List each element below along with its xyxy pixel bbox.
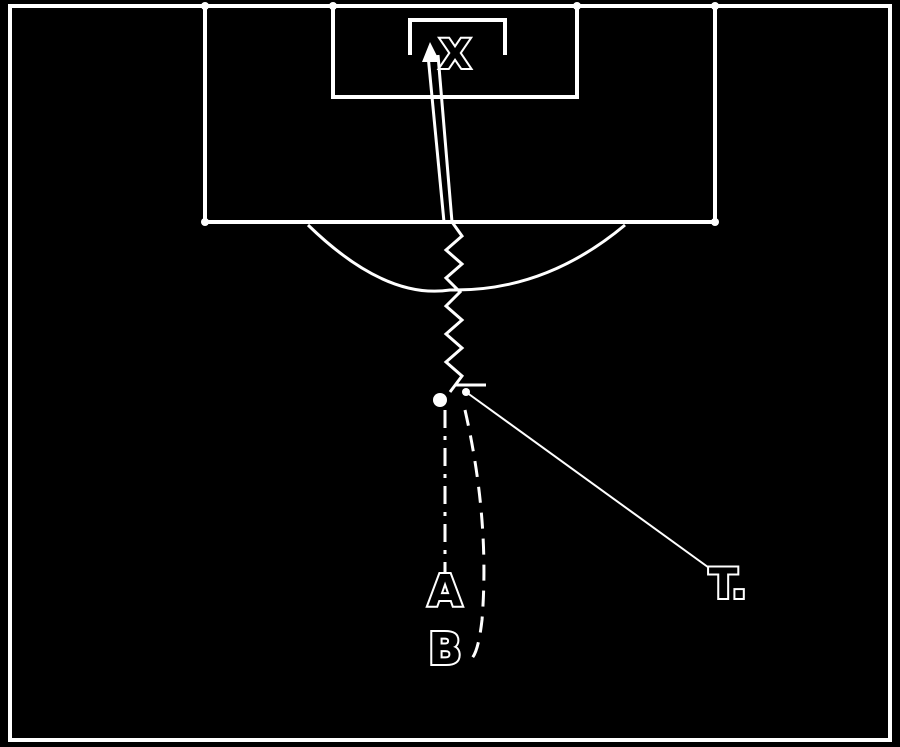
target-label: X [440, 32, 471, 78]
penalty-box [203, 6, 717, 224]
dribble-zigzag [443, 221, 465, 393]
goal-frame [408, 18, 507, 55]
player-marker [433, 383, 486, 407]
goal-area [331, 6, 579, 99]
run-line-b [463, 409, 486, 662]
pitch-boundary [8, 4, 892, 742]
penalty-arc [306, 223, 626, 293]
player-b-label: B [428, 624, 462, 675]
junction-dots [201, 2, 719, 226]
pass-line [465, 391, 713, 571]
shot-arrow [422, 42, 454, 223]
pass-origin-dot [462, 388, 470, 396]
player-a-label: A [428, 566, 462, 617]
trainer-label: T. [709, 559, 747, 608]
